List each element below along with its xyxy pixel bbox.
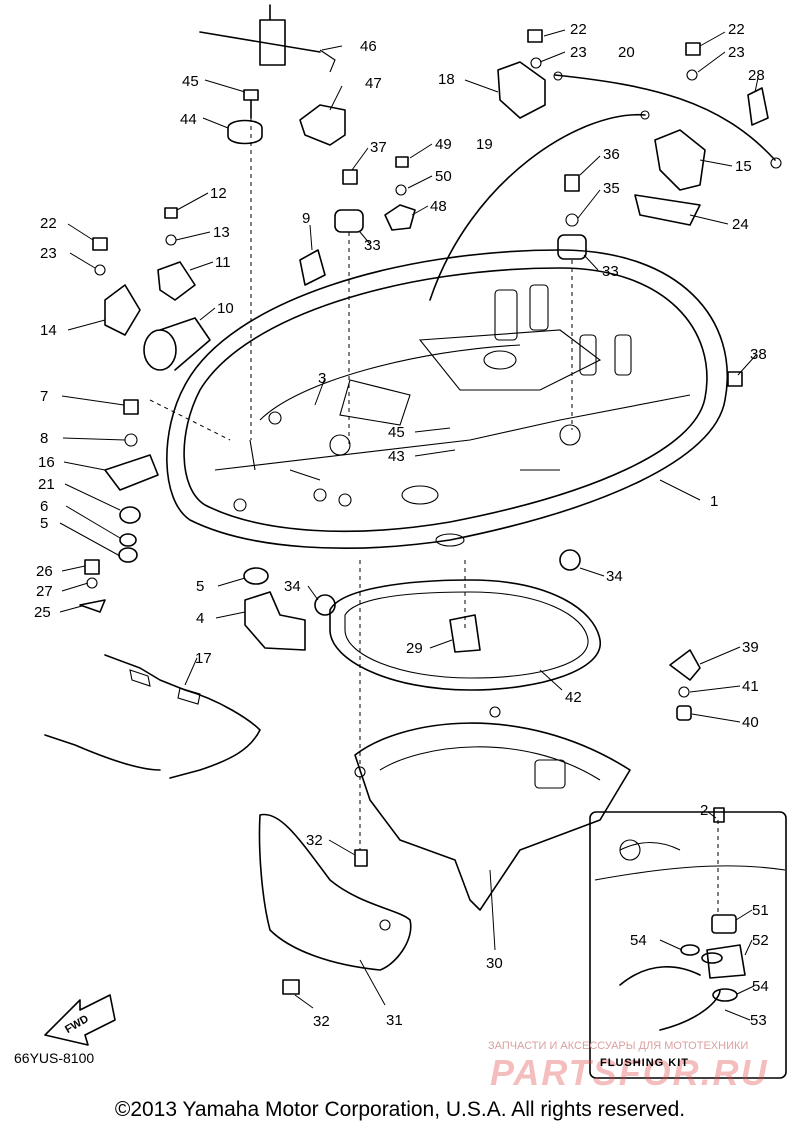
callout-numbers: 46 47 45 44 12 13 11 10 22 23 14 37 49 5… [34, 21, 769, 1030]
callout-36: 36 [603, 146, 620, 163]
callout-37: 37 [370, 139, 387, 156]
callout-15: 15 [735, 158, 752, 175]
copyright-notice: ©2013 Yamaha Motor Corporation, U.S.A. A… [114, 1098, 686, 1121]
callout-12: 12 [210, 185, 227, 202]
fwd-label: FWD [63, 1013, 91, 1036]
callout-6: 6 [40, 498, 48, 515]
leader-lines [59, 29, 759, 1021]
callout-30: 30 [486, 955, 503, 972]
callout-33-right: 33 [602, 263, 619, 280]
top-right-hardware [429, 29, 782, 387]
callout-14: 14 [40, 322, 57, 339]
lower-center-parts [243, 549, 601, 691]
callout-11: 11 [215, 254, 231, 271]
callout-10: 10 [217, 300, 234, 317]
left-side-parts [79, 399, 159, 613]
callout-38: 38 [750, 346, 767, 363]
callout-27: 27 [36, 583, 53, 600]
callout-20: 20 [618, 44, 635, 61]
callout-23-left: 23 [40, 245, 57, 262]
callout-8: 8 [40, 430, 48, 447]
callout-5-center: 5 [196, 578, 204, 595]
callout-22-left: 22 [40, 215, 57, 232]
watermark-logo: PARTSFOR.RU [490, 1052, 769, 1093]
callout-50: 50 [435, 168, 452, 185]
callout-2: 2 [700, 802, 708, 819]
callout-26: 26 [36, 563, 53, 580]
callout-16: 16 [38, 454, 55, 471]
bolts-32 [282, 849, 368, 995]
callout-22-right: 22 [728, 21, 745, 38]
callout-19: 19 [476, 136, 493, 153]
callout-23-right: 23 [728, 44, 745, 61]
callout-48: 48 [430, 198, 447, 215]
callout-34-right: 34 [606, 568, 623, 585]
callout-28: 28 [748, 67, 765, 84]
shift-cable-part-17 [44, 654, 261, 779]
callout-5-left: 5 [40, 515, 48, 532]
callout-29: 29 [406, 640, 423, 657]
callout-54-left: 54 [630, 932, 647, 949]
callout-34-left: 34 [284, 578, 301, 595]
callout-49: 49 [435, 136, 452, 153]
callout-44: 44 [180, 111, 197, 128]
callout-4: 4 [196, 610, 204, 627]
callout-33-left: 33 [364, 237, 381, 254]
diagram-code: 66YUS-8100 [14, 1050, 95, 1066]
callout-13: 13 [213, 224, 230, 241]
callout-51: 51 [752, 902, 769, 919]
callout-40: 40 [742, 714, 759, 731]
callout-41: 41 [742, 678, 759, 695]
callout-46: 46 [360, 38, 377, 55]
callout-32-center: 32 [306, 832, 323, 849]
flushing-kit-label: FLUSHING KIT [600, 1057, 689, 1069]
callout-7: 7 [40, 388, 48, 405]
callout-39: 39 [742, 639, 759, 656]
fwd-arrow [44, 994, 116, 1046]
callout-1: 1 [710, 493, 718, 510]
watermark-tagline: ЗАПЧАСТИ И АКСЕССУАРЫ ДЛЯ МОТОТЕХНИКИ [488, 1040, 749, 1052]
callout-54-right: 54 [752, 978, 769, 995]
bottom-cowling-part-1 [166, 249, 729, 549]
top-left-hardware [92, 4, 587, 371]
callout-47: 47 [365, 75, 382, 92]
lower-cowling-part-30 [354, 706, 631, 911]
callout-35: 35 [603, 180, 620, 197]
flushing-kit-inset [589, 807, 787, 1079]
callout-45-center: 45 [388, 424, 405, 441]
callout-24: 24 [732, 216, 749, 233]
callout-32-bottom: 32 [313, 1013, 330, 1030]
callout-3: 3 [318, 370, 326, 387]
callout-43: 43 [388, 448, 405, 465]
callout-23-center: 23 [570, 44, 587, 61]
callout-17: 17 [195, 650, 212, 667]
callout-52: 52 [752, 932, 769, 949]
callout-53: 53 [750, 1012, 767, 1029]
callout-18: 18 [438, 71, 455, 88]
callout-45: 45 [182, 73, 199, 90]
callout-21: 21 [38, 476, 55, 493]
callout-22-center: 22 [570, 21, 587, 38]
callout-25: 25 [34, 604, 51, 621]
right-side-parts [669, 649, 701, 721]
callout-31: 31 [386, 1012, 403, 1029]
callout-9: 9 [302, 210, 310, 227]
front-cover-part-31 [258, 813, 412, 971]
callout-42: 42 [565, 689, 582, 706]
